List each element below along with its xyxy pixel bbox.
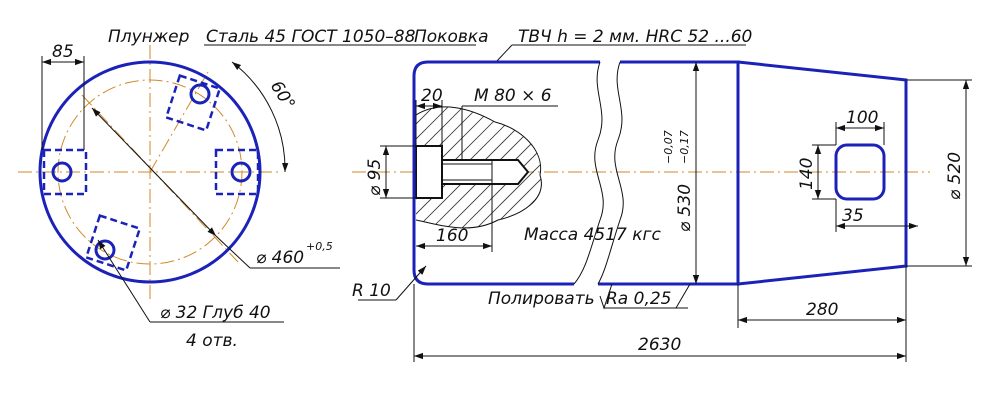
dim-pitch-tolerance: +0,5: [306, 240, 333, 253]
hole-callout: ⌀ 32 Глуб 40: [160, 303, 271, 323]
plunger-outline-circle: [38, 60, 262, 284]
roughness: Ra 0,25: [606, 289, 672, 309]
blank-label: Поковка: [414, 27, 489, 47]
taper-outline: [737, 60, 908, 286]
hole-count: 4 отв.: [186, 331, 238, 351]
dim-body-diameter: ⌀ 530: [675, 184, 695, 232]
dim-slot-height: 140: [797, 158, 817, 190]
body-outline-left: [412, 60, 600, 286]
bore-counterbore: [415, 145, 443, 199]
dim-thread: М 80 × 6: [474, 86, 552, 106]
dim-slot-width: 100: [846, 108, 878, 128]
dim-pitch-diameter: ⌀ 460: [256, 248, 304, 268]
dim-thread-depth: 20: [421, 86, 443, 106]
heat-treatment-label: ТВЧ h = 2 мм. HRC 52 ...60: [518, 27, 752, 47]
hole-top: [189, 83, 211, 105]
break-line-left: [573, 61, 604, 285]
dim-bore-depth: 160: [436, 226, 468, 246]
hole-section-bottom: [84, 214, 142, 272]
dim-total-length: 2630: [638, 335, 681, 355]
hole-left: [51, 161, 73, 183]
dim-offset-85: 85: [52, 42, 74, 62]
dim-end-diameter: ⌀ 520: [945, 152, 965, 200]
roughness-symbol: [599, 283, 613, 310]
dim-taper-length: 280: [806, 300, 838, 320]
leader-460: [215, 235, 251, 269]
roughness-leader: [675, 283, 691, 309]
dim-arc-60: [231, 61, 289, 173]
mass-label: Масса 4517 кгс: [524, 225, 661, 245]
dim-body-tol-lower: −0,17: [678, 130, 691, 164]
dim-body-tol-upper: −0,07: [662, 130, 675, 164]
pitch-circle: [57, 79, 243, 265]
break-line-right: [597, 61, 624, 285]
dim-slot-offset: 35: [842, 206, 864, 226]
side-view: 20 М 80 × 6 ⌀ 95 160 Масса 4517 кгс ⌀ 53…: [352, 60, 972, 362]
heat-treatment-leader: [495, 44, 513, 63]
hole-section-left: [42, 148, 88, 196]
hole-section-top: [164, 74, 222, 132]
end-view: 85 60° ⌀ 460 +0,5 ⌀ 32 Глуб 40 4 отв.: [18, 42, 340, 351]
material-label: Сталь 45 ГОСТ 1050–88: [206, 27, 416, 47]
radius-leader: [395, 265, 427, 301]
slot: [834, 143, 886, 201]
hole-bottom: [94, 239, 116, 261]
dim-radius: R 10: [352, 281, 391, 301]
dim-bore-diameter: ⌀ 95: [365, 159, 385, 196]
dim-line-460: [91, 107, 217, 237]
break-line-bore: [415, 106, 542, 229]
part-name-label: Плунжер: [108, 27, 190, 47]
surface-note: Полировать: [488, 289, 595, 309]
hole-callout-leader: [97, 239, 151, 323]
hole-section-right: [214, 148, 260, 196]
